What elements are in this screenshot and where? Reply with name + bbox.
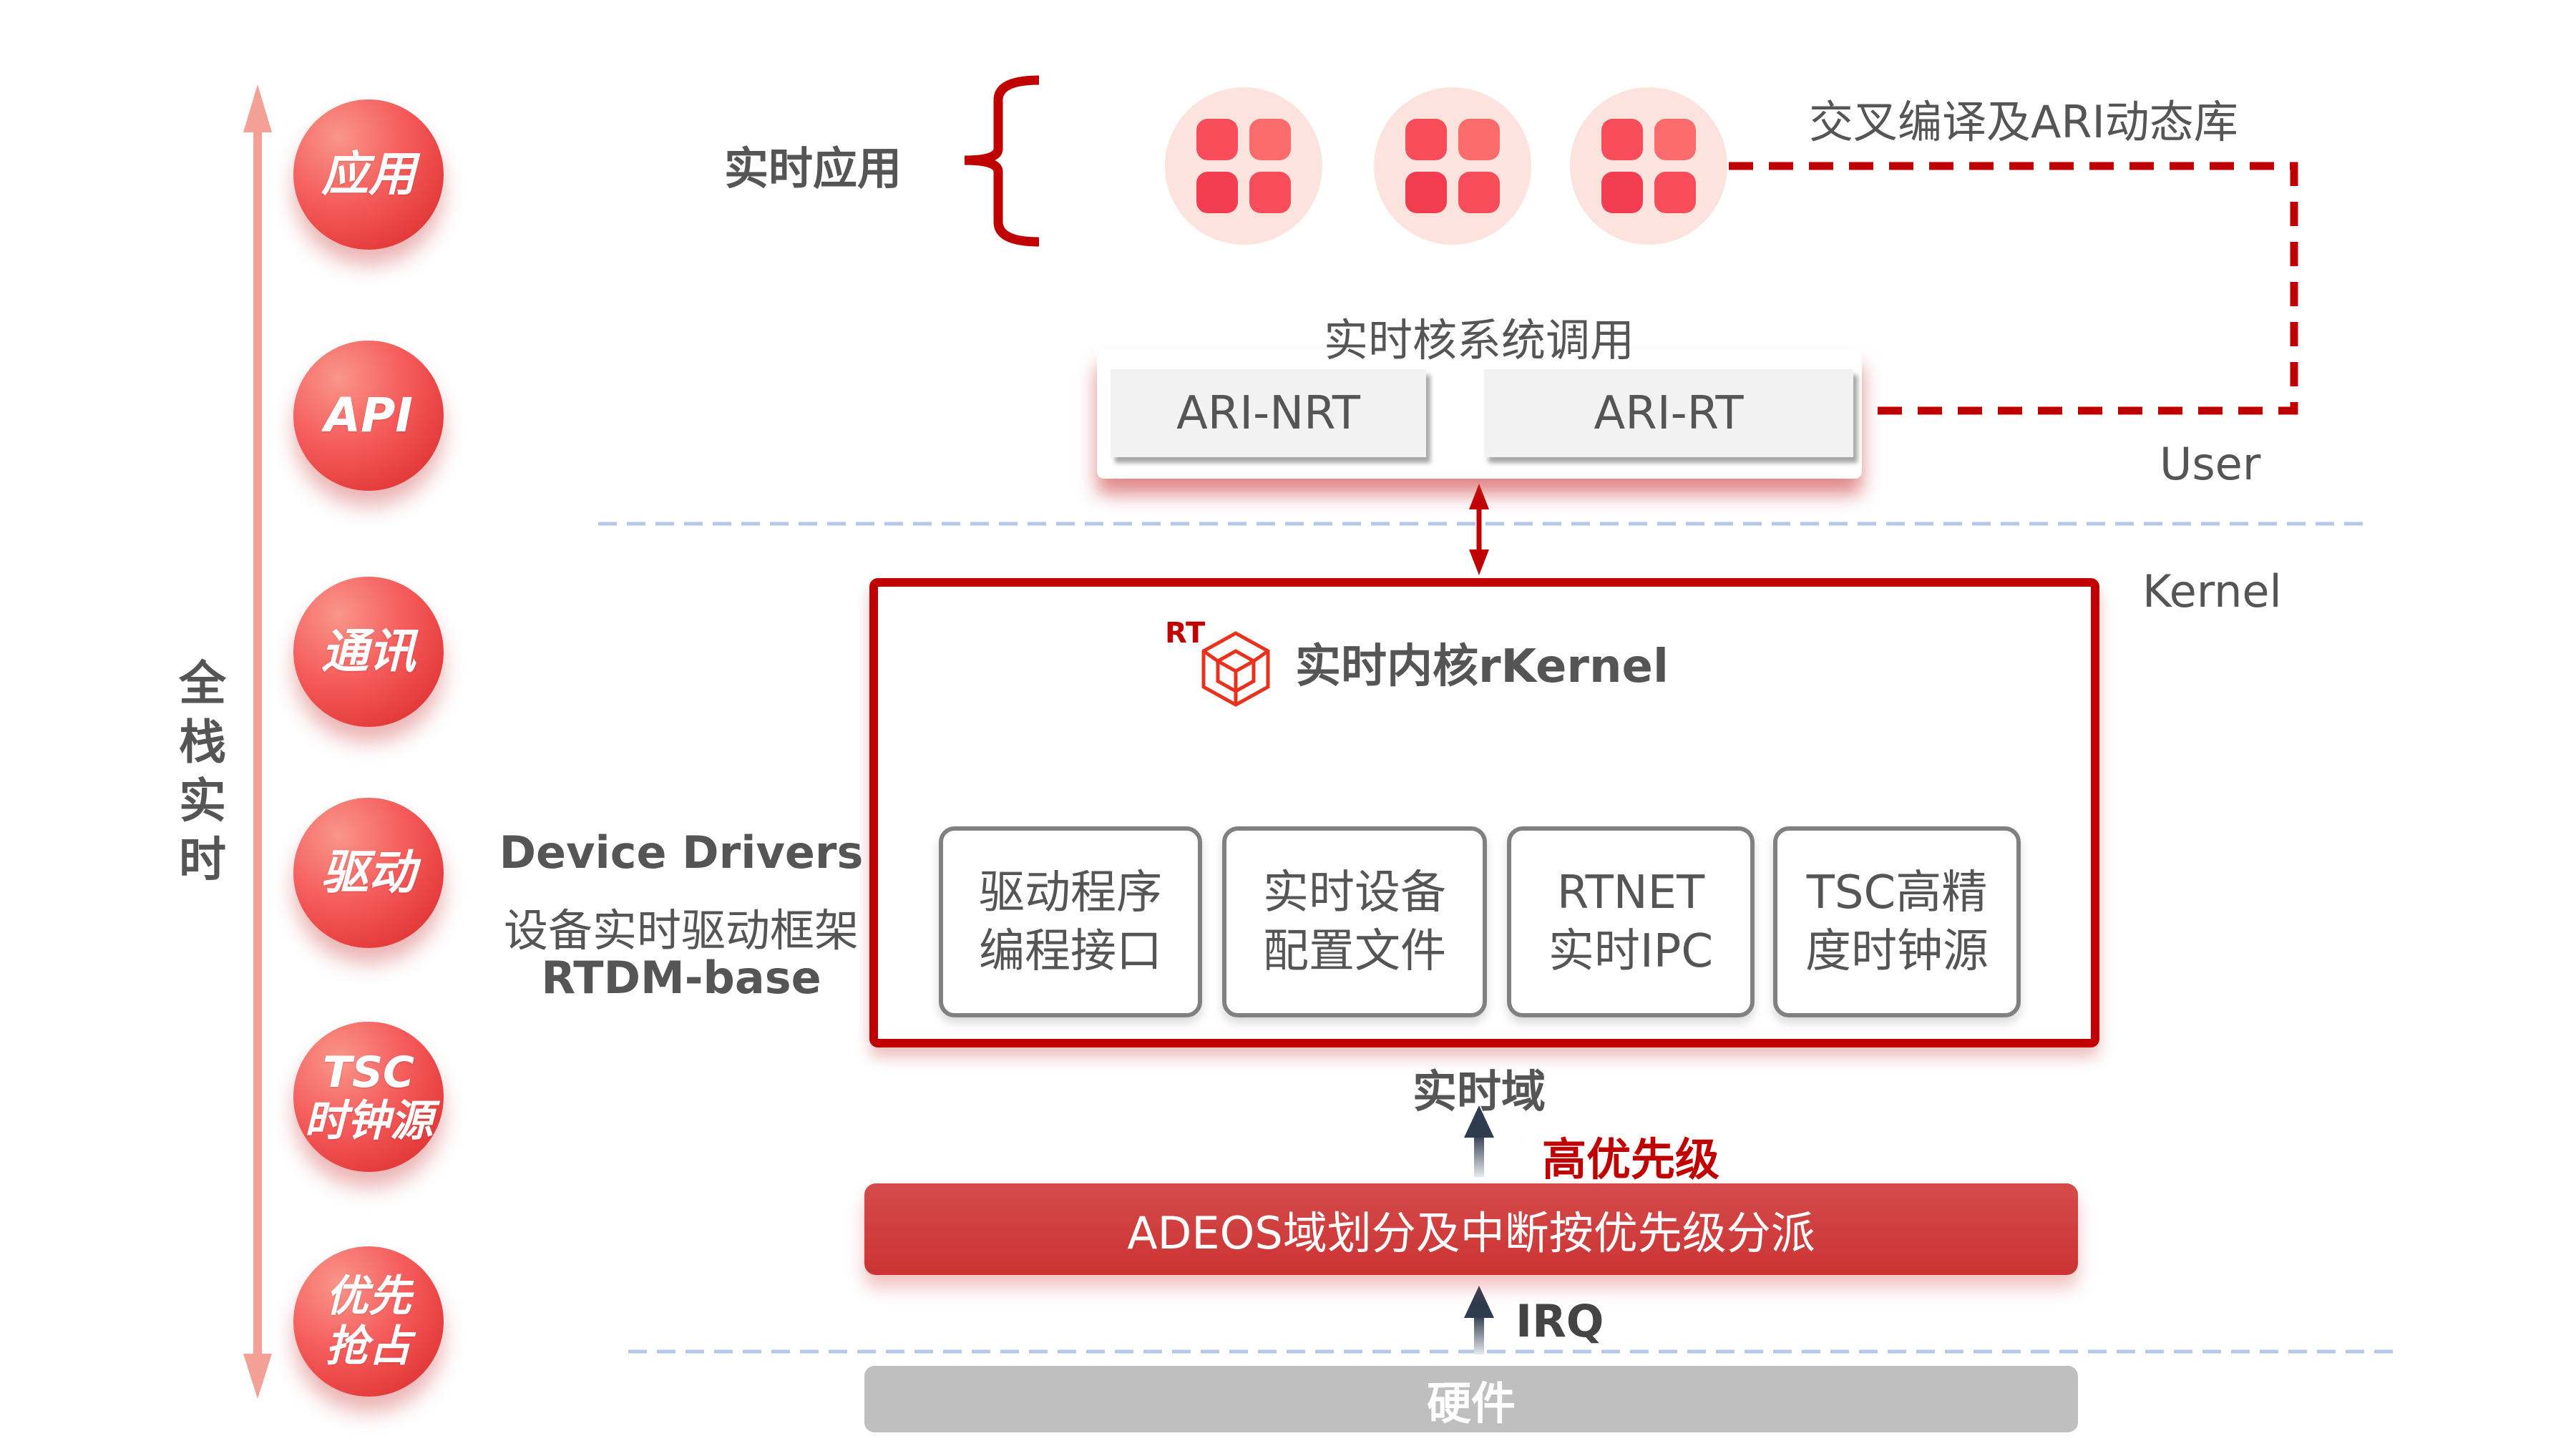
layer-api-badge: API (293, 341, 444, 491)
full-stack-axis-arrow (243, 84, 272, 1399)
device-config-module: 实时设备 配置文件 (1222, 826, 1487, 1017)
layer-communication-badge: 通讯 (293, 577, 444, 727)
layer-preemption-badge: 优先 抢占 (293, 1246, 444, 1397)
syscall-double-arrow (1469, 484, 1489, 575)
layer-app-badge: 应用 (293, 99, 444, 250)
device-drivers-label: Device Drivers (499, 826, 864, 879)
hardware-bar: 硬件 (864, 1366, 2078, 1432)
layer-label: 驱动 (321, 845, 416, 900)
layer-label: 通讯 (321, 624, 416, 679)
high-priority-label: 高优先级 (1542, 1133, 1720, 1186)
user-zone-label: User (2160, 438, 2261, 490)
rtdm-base-label: RTDM-base (541, 952, 821, 1004)
irq-label: IRQ (1516, 1295, 1604, 1347)
layer-label: TSC 时钟源 (304, 1047, 433, 1146)
layer-label: 应用 (321, 147, 416, 202)
adeos-dispatch-bar: ADEOS域划分及中断按优先级分派 (864, 1183, 2078, 1275)
kernel-title: 实时内核rKernel (1295, 640, 1669, 693)
rt-cube-icon (1201, 631, 1270, 707)
tsc-clock-module: TSC高精 度时钟源 (1773, 826, 2021, 1017)
full-stack-realtime-title: 全栈实时 (179, 656, 226, 887)
ari-container: ARI-NRT ARI-RT (1097, 349, 1862, 479)
realtime-domain-label: 实时域 (1412, 1065, 1546, 1118)
layer-label: 优先 抢占 (326, 1271, 411, 1372)
rtnet-ipc-module: RTNET 实时IPC (1507, 826, 1755, 1017)
app-grid-icon (1570, 87, 1727, 245)
irq-up-arrow (1464, 1286, 1494, 1354)
ari-nrt-box: ARI-NRT (1111, 369, 1426, 457)
layer-tsc-clock-badge: TSC 时钟源 (293, 1022, 444, 1172)
cross-compile-label: 交叉编译及ARI动态库 (1809, 96, 2238, 148)
rt-badge: RT (1165, 617, 1206, 650)
syscall-label: 实时核系统调用 (1323, 314, 1635, 366)
driver-api-module: 驱动程序 编程接口 (939, 826, 1202, 1017)
kernel-zone-label: Kernel (2142, 565, 2282, 617)
layer-label: API (323, 388, 413, 443)
ari-rt-box: ARI-RT (1484, 369, 1853, 457)
apps-brace (964, 75, 1040, 247)
layer-driver-badge: 驱动 (293, 798, 444, 948)
rtdm-framework-label: 设备实时驱动框架 (503, 904, 859, 957)
realtime-apps-label: 实时应用 (724, 142, 902, 195)
app-grid-icon (1165, 87, 1322, 245)
app-grid-icon (1374, 87, 1531, 245)
